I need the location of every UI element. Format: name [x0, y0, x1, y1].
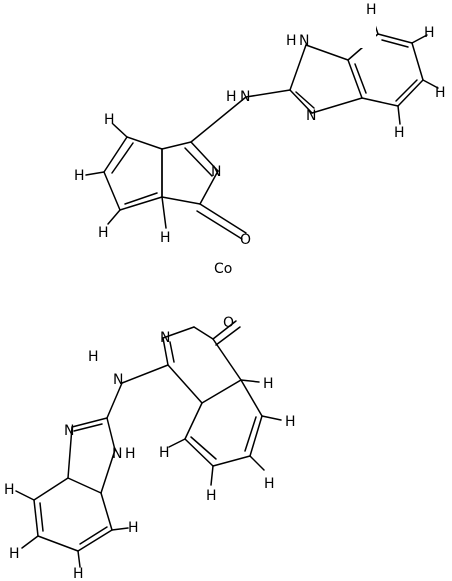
bottom-h-label: H [4, 482, 15, 498]
top-h-label: H [98, 225, 109, 241]
bottom-h-label: H [206, 488, 217, 504]
bottom-nh-n-label: N [112, 446, 122, 462]
bottom-benzimidazole-benzene [15, 477, 129, 568]
bottom-isoindolone-benzene [168, 379, 282, 486]
top-h-label: H [74, 168, 85, 184]
bottom-carbonyl-o-label: O [223, 315, 234, 331]
bottom-h-label: H [285, 414, 296, 430]
top-amine-h-label: H [226, 89, 237, 105]
bottom-nh-h-label: H [125, 446, 136, 462]
bottom-ligand-labels: O N H N N N H H H H H H H H H H [4, 315, 296, 581]
top-imidazole-n-label: N [306, 108, 316, 124]
top-ligand: H N N H N N O H H H H H H H H [74, 2, 446, 248]
top-imidazole [289, 44, 363, 114]
bottom-h-label: H [264, 476, 275, 492]
top-h-label: H [424, 25, 435, 41]
bottom-h-label: H [263, 376, 274, 392]
bottom-imine-n-label: N [160, 330, 170, 346]
bottom-isoindolone-ring [162, 320, 242, 404]
bottom-imidazole-n-label: N [64, 423, 74, 439]
top-h-label: H [104, 112, 115, 128]
cobalt-label: Co [214, 261, 232, 277]
top-benzimidazole-benzene [347, 15, 439, 125]
bottom-h-label: H [73, 566, 84, 581]
bottom-h-label: H [9, 546, 20, 562]
bottom-h-label: H [159, 445, 170, 461]
top-imine-n-label: N [211, 164, 221, 180]
top-ligand-labels: H N N H N N O H H H H H H H H [74, 2, 446, 248]
top-h-label: H [366, 2, 377, 18]
top-amine-n-label: N [240, 89, 250, 105]
bottom-amine-n-label: N [113, 372, 123, 388]
top-carbonyl-o-label: O [240, 232, 251, 248]
bottom-amine-h-label: H [88, 349, 99, 365]
top-isoindolone-ring [161, 141, 247, 240]
top-h-label: H [435, 85, 446, 101]
top-h-label: H [160, 230, 171, 246]
top-nh-h-label: H [286, 33, 297, 49]
bottom-h-label: H [128, 520, 139, 536]
top-nh-n-label: N [299, 33, 309, 49]
bottom-imidazole [67, 417, 116, 494]
bottom-ligand: O N H N N N H H H H H H H H H H [4, 315, 296, 581]
top-h-label: H [394, 125, 405, 141]
top-isoindolone-benzene [85, 123, 167, 229]
